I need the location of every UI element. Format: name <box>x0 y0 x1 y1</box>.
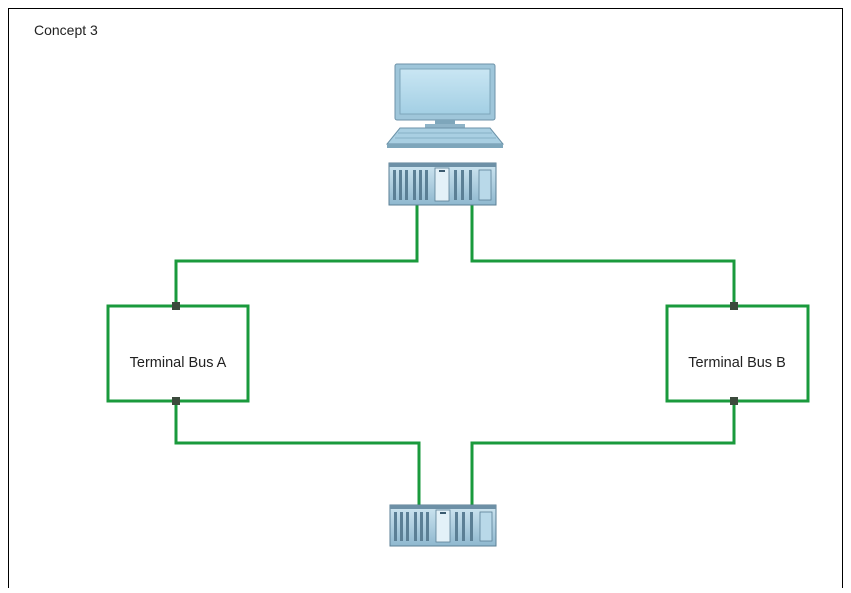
terminal-bus-a-box <box>106 304 250 403</box>
terminal-bus-a-label: Terminal Bus A <box>129 355 227 371</box>
connector-bus-b-top <box>730 302 738 310</box>
link-bus-a-to-bottom-server <box>174 401 421 508</box>
connector-bus-a-top <box>172 302 180 310</box>
diagram-frame <box>8 8 843 588</box>
connector-bus-b-bottom <box>730 397 738 405</box>
connector-bus-a-bottom <box>172 397 180 405</box>
link-top-server-to-bus-b <box>470 205 736 306</box>
computer-icon <box>385 63 505 148</box>
link-top-server-to-bus-a <box>174 205 419 306</box>
server-rack-icon-bottom <box>389 504 497 547</box>
link-bus-b-to-bottom-server <box>470 401 736 508</box>
diagram-title: Concept 3 <box>34 22 98 38</box>
server-rack-icon-top <box>388 162 497 206</box>
terminal-bus-b-box <box>665 304 810 403</box>
terminal-bus-b-label: Terminal Bus B <box>688 355 786 371</box>
connectors <box>172 302 738 405</box>
network-links <box>106 205 810 508</box>
